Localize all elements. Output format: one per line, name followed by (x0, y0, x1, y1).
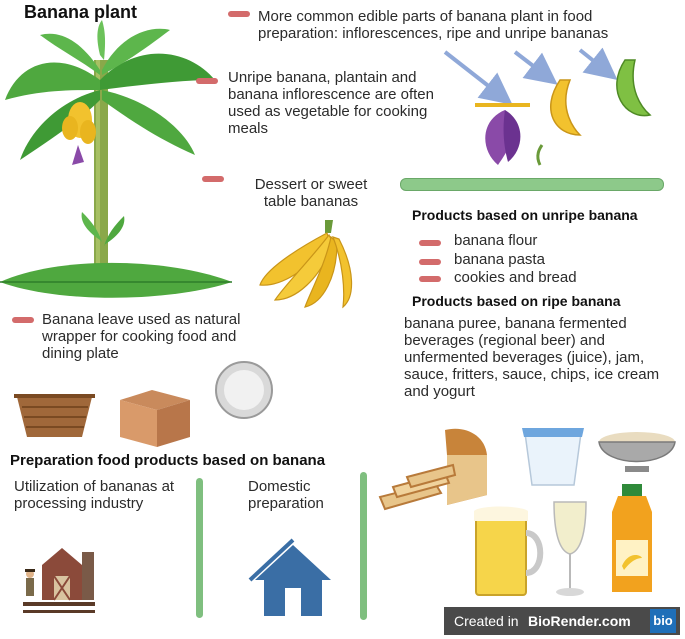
unripe-products-heading: Products based on unripe banana (412, 207, 638, 223)
unripe-product-item: banana pasta (454, 251, 545, 268)
dessert-bananas-illustration (259, 220, 353, 309)
unripe-use-note: Unripe banana, plantain and banana inflo… (228, 69, 434, 137)
edible-parts-illustration (443, 47, 652, 166)
bullet-dash (202, 176, 224, 182)
plate-illustration (215, 361, 273, 419)
wine-glass-illustration (553, 501, 587, 596)
ripe-products-text: banana puree, banana fermented beverages… (404, 315, 660, 400)
column-divider-bar (196, 478, 203, 618)
domestic-label: Domestic preparation (248, 478, 324, 512)
bullet-dash (12, 317, 34, 323)
bullet-dash (419, 276, 441, 282)
bullet-dash (419, 240, 441, 246)
bullet-dash (196, 78, 218, 84)
beer-mug-illustration (474, 506, 544, 596)
section-divider-bar (400, 178, 664, 191)
house-icon (248, 538, 331, 616)
bio-logo: bio (650, 609, 676, 633)
unripe-product-item: cookies and bread (454, 269, 577, 286)
preparation-heading: Preparation food products based on banan… (10, 452, 326, 469)
ripe-products-heading: Products based on ripe banana (412, 293, 621, 309)
box-illustration (120, 390, 190, 447)
column-divider-bar (360, 472, 367, 620)
banana-plant-illustration (0, 20, 232, 298)
unripe-product-item: banana flour (454, 232, 538, 249)
barn-farmer-icon (23, 548, 95, 613)
edible-parts-note: More common edible parts of banana plant… (258, 8, 609, 42)
footer-badge: Created in BioRender.com bio (444, 607, 680, 635)
bowl-illustration (598, 432, 676, 472)
yogurt-cup-illustration (522, 428, 584, 486)
bullet-dash (419, 259, 441, 265)
dessert-note: Dessert or sweet table bananas (254, 176, 368, 210)
footer-brand[interactable]: BioRender.com (528, 613, 631, 629)
page-title: Banana plant (24, 2, 138, 22)
industry-label: Utilization of bananas at processing ind… (14, 478, 175, 512)
juice-bottle-illustration (612, 484, 652, 592)
bullet-dash (228, 11, 250, 17)
bread-illustration (378, 428, 487, 511)
leaf-use-note: Banana leave used as natural wrapper for… (42, 311, 241, 362)
basket-illustration (14, 394, 95, 437)
footer-prefix: Created in (454, 613, 519, 629)
